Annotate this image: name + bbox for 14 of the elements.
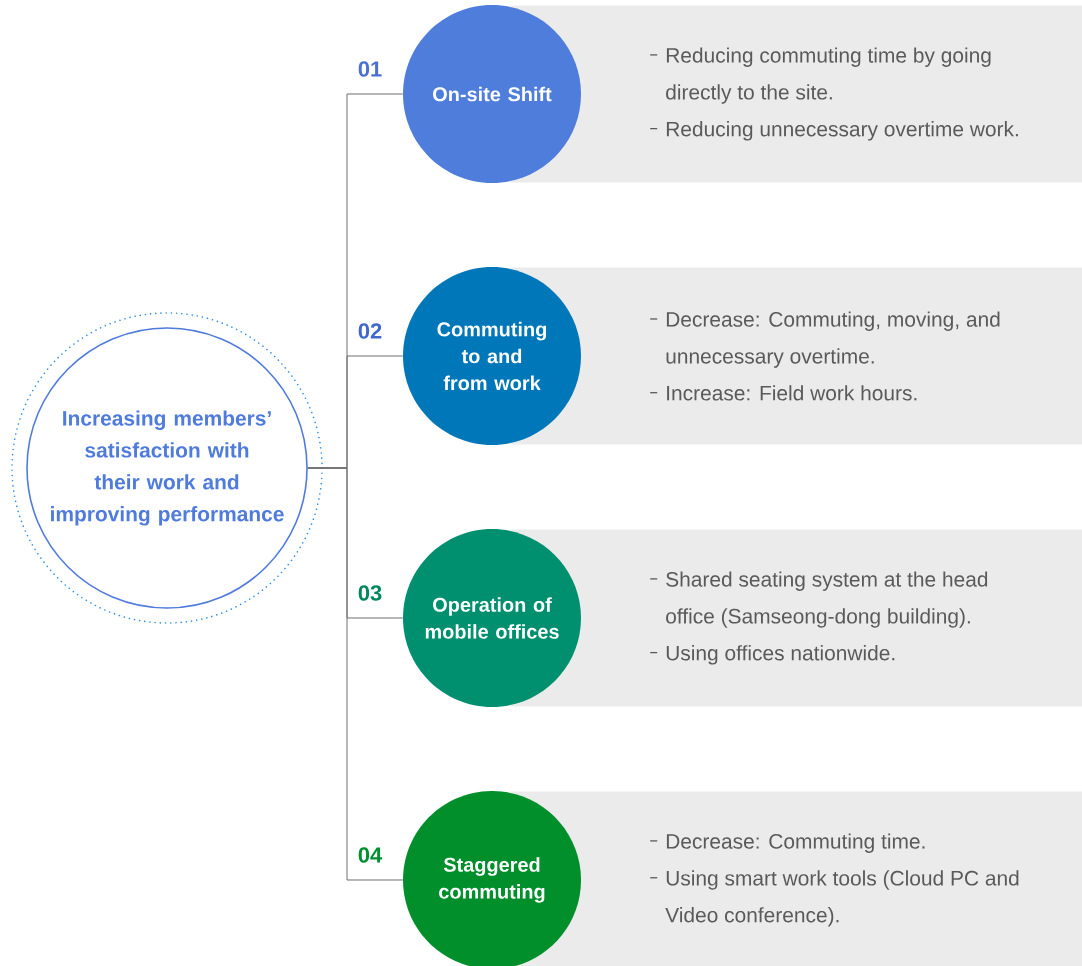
- bullet-text: Shared seating system at the head office (Samseong-dong building).: [666, 571, 988, 628]
- bullet-text: Decrease: Commuting time.: [666, 833, 925, 853]
- bullet-text: Using offices nationwide.: [666, 645, 895, 665]
- step-number: 02: [358, 323, 382, 339]
- step-number: 01: [358, 61, 382, 77]
- bullet-text: Reducing commuting time by going directly to the site.: [666, 47, 991, 104]
- bullet-text: Reducing unnecessary overtime work.: [666, 121, 1018, 141]
- bullet-text: Decrease: Commuting, moving, and unnecessary overtime.: [666, 311, 1000, 368]
- text-panel: [510, 5, 1082, 183]
- bullet-text: Using smart work tools (Cloud PC and Video conference).: [665, 870, 1019, 927]
- bullet-text: Increase: Field work hours.: [667, 385, 917, 401]
- step-number: 04: [358, 847, 383, 863]
- connector-line: [307, 467, 404, 881]
- step-number: 03: [358, 585, 382, 601]
